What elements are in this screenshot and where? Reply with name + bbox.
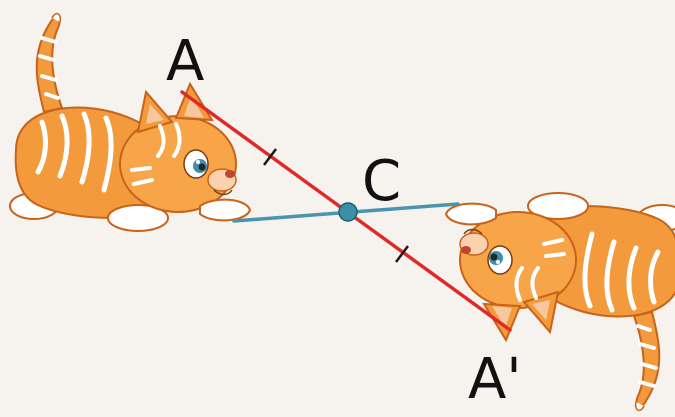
center-point-c (338, 202, 358, 222)
label-a-prime: A' (468, 347, 522, 412)
label-a: A (166, 29, 204, 94)
tick-mark-lower (395, 245, 409, 263)
left-cat-icon (10, 14, 250, 231)
tick-mark-upper (263, 148, 277, 166)
label-c: C (362, 149, 401, 214)
